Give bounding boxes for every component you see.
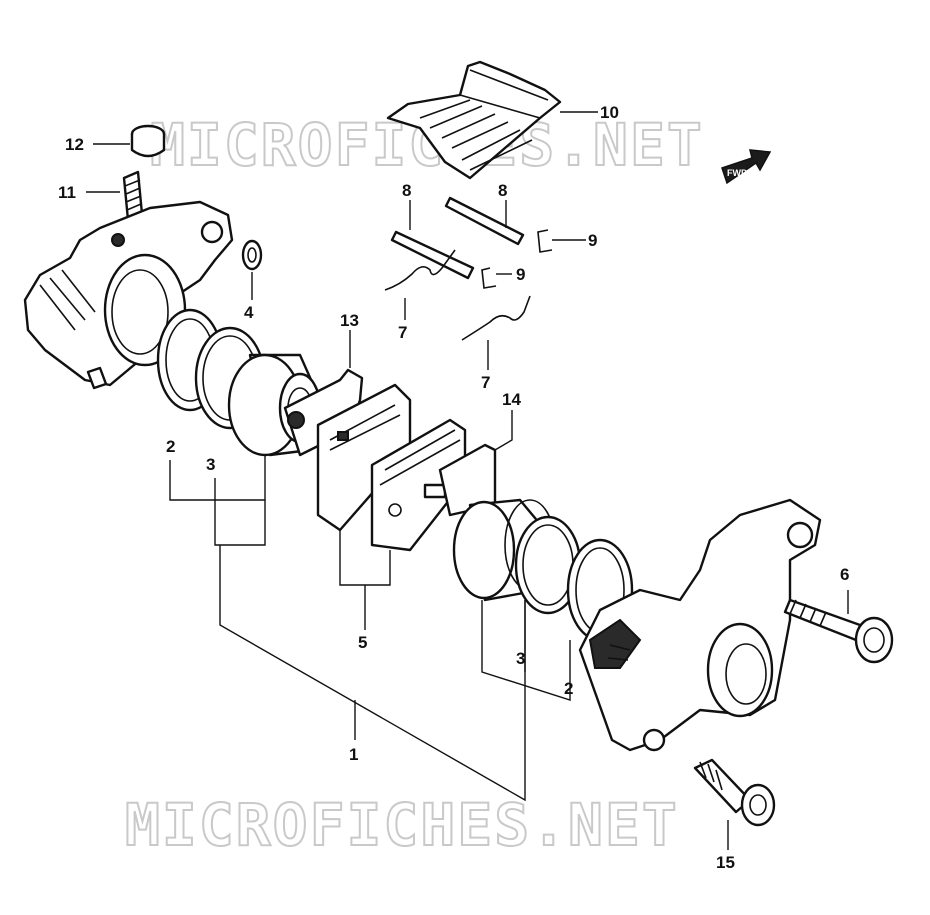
callout-2-left: 2 [166, 437, 175, 456]
pin-clip-a [537, 229, 553, 253]
callout-3-right: 3 [516, 649, 525, 668]
caliper-half-right [578, 498, 822, 752]
watermark-bottom: MICROFICHES.NET [125, 791, 679, 859]
callout-1: 1 [349, 745, 358, 764]
pad-pin-b [444, 196, 525, 246]
callout-2-right: 2 [564, 679, 573, 698]
callout-7-top: 7 [398, 323, 407, 342]
callout-9-right: 9 [588, 231, 597, 250]
callout-8-right: 8 [498, 181, 507, 200]
callout-10: 10 [600, 103, 619, 122]
callout-7-bottom: 7 [481, 373, 490, 392]
callout-6: 6 [840, 565, 849, 584]
mounting-bolt-6 [783, 598, 894, 664]
callout-11: 11 [58, 183, 76, 202]
callout-14: 14 [502, 390, 521, 409]
callout-4: 4 [244, 303, 254, 322]
fwd-arrow-icon: FWD [721, 149, 772, 185]
callout-15: 15 [716, 853, 735, 872]
callout-8-left: 8 [402, 181, 411, 200]
callout-3-left: 3 [206, 455, 215, 474]
pin-clip-b [481, 267, 497, 289]
callout-9-left: 9 [516, 265, 525, 284]
bleeder-cap [130, 124, 166, 158]
pad-shim [283, 368, 364, 457]
pad-spring-a [384, 249, 456, 291]
pad-shim-right [438, 443, 497, 517]
pad-spring-b [461, 295, 531, 341]
callout-13: 13 [340, 311, 359, 330]
caliper-half-left [23, 200, 234, 390]
pad-cover [386, 60, 562, 180]
o-ring-small [241, 239, 263, 271]
pad-pin-a [390, 230, 475, 280]
fwd-label: FWD [727, 168, 748, 178]
callout-12: 12 [65, 135, 84, 154]
callout-5: 5 [358, 633, 367, 652]
mounting-bolt-15 [693, 758, 776, 827]
